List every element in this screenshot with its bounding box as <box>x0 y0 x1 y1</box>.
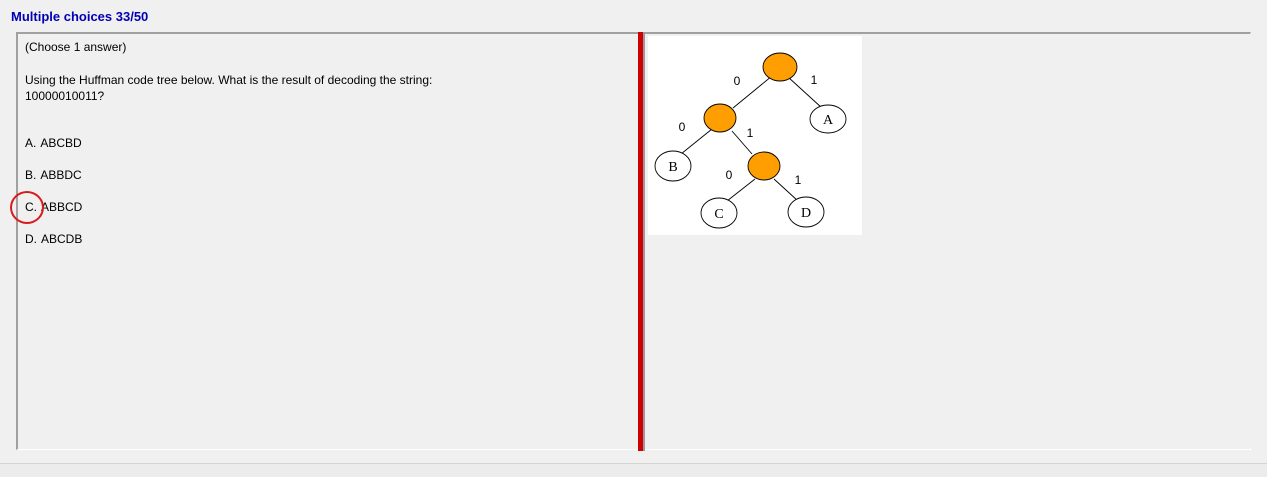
edge-root-right <box>787 76 823 109</box>
leaf-node-c <box>700 197 738 229</box>
question-pane: (Choose 1 answer) Using the Huffman code… <box>18 34 638 448</box>
edge-label-n1-right: 1 <box>747 126 754 140</box>
figure-pane: A B C D 0 1 0 1 0 1 <box>646 34 1251 448</box>
edge-n2-left <box>726 178 756 202</box>
leaf-label-c: C <box>714 207 723 222</box>
internal-node-1 <box>703 103 737 133</box>
edge-label-n2-right: 1 <box>795 173 802 187</box>
option-b[interactable]: B.ABBDC <box>25 168 82 182</box>
edge-n1-right <box>731 130 753 155</box>
leaf-node-a <box>809 104 847 134</box>
edge-label-root-right: 1 <box>811 73 818 87</box>
edge-label-n1-left: 0 <box>679 120 686 134</box>
option-letter: C. <box>25 200 37 214</box>
question-text: Using the Huffman code tree below. What … <box>25 72 565 104</box>
internal-node-root <box>762 52 798 82</box>
huffman-tree-svg: A B C D 0 1 0 1 0 1 <box>654 52 847 229</box>
leaf-node-d <box>787 196 825 228</box>
pane-splitter[interactable] <box>638 32 643 451</box>
option-text: ABBDC <box>40 168 82 182</box>
question-line-2: 10000010011? <box>25 89 105 103</box>
leaf-node-b <box>654 150 692 182</box>
edge-root-left <box>732 75 773 109</box>
leaf-label-d: D <box>801 206 811 221</box>
question-line-1: Using the Huffman code tree below. What … <box>25 73 433 87</box>
option-letter: D. <box>25 232 37 246</box>
edge-n2-right <box>773 178 799 202</box>
option-a[interactable]: A.ABCBD <box>25 136 82 150</box>
splitter-shadow <box>643 32 645 451</box>
internal-node-2 <box>747 151 781 181</box>
huffman-tree-figure: A B C D 0 1 0 1 0 1 <box>648 36 862 235</box>
leaf-label-a: A <box>823 113 834 128</box>
option-d[interactable]: D. ABCDB <box>25 232 82 246</box>
edge-n1-left <box>680 128 713 155</box>
option-letter: A. <box>25 136 37 150</box>
edge-label-n2-left: 0 <box>726 168 733 182</box>
edge-label-root-left: 0 <box>734 74 741 88</box>
status-bar <box>0 463 1267 477</box>
page-title: Multiple choices 33/50 <box>11 9 149 24</box>
option-letter: B. <box>25 168 37 182</box>
option-text: ABCDB <box>41 232 83 246</box>
leaf-label-b: B <box>668 160 677 175</box>
option-text: ABCBD <box>40 136 82 150</box>
option-c[interactable]: C. ABBCD <box>25 200 82 214</box>
option-text: ABBCD <box>41 200 83 214</box>
answer-instruction: (Choose 1 answer) <box>25 40 127 54</box>
